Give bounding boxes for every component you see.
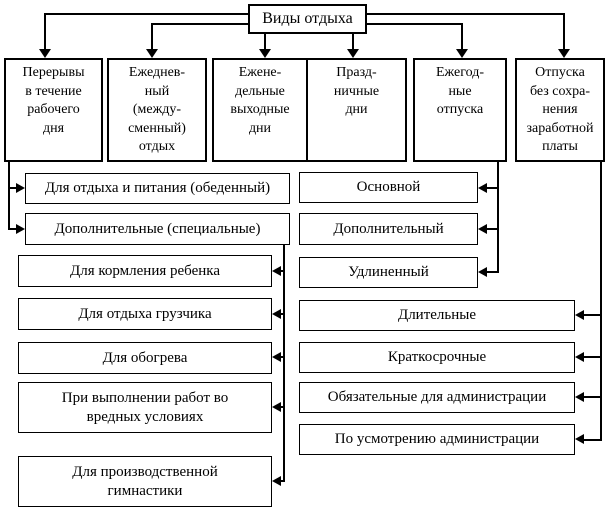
connector-line — [583, 439, 602, 441]
connector-line — [461, 23, 463, 51]
connector-line — [486, 187, 499, 189]
node-main-leave: Основной — [299, 172, 478, 203]
connector-line — [264, 32, 266, 51]
arrowhead-left — [575, 352, 584, 362]
node-long-term-leave: Длительные — [299, 300, 575, 331]
connector-line — [600, 162, 602, 441]
arrowhead-down — [558, 49, 570, 58]
node-extended-leave: Удлиненный — [299, 257, 478, 288]
connector-line — [563, 13, 565, 51]
connector-line — [279, 356, 285, 358]
node-breaks-during-workday: Перерывы в течение рабочего дня — [4, 58, 103, 162]
node-short-term-leave: Краткосрочные — [299, 342, 575, 373]
arrowhead-right — [16, 183, 25, 193]
connector-line — [279, 313, 285, 315]
node-at-administration-discretion: По усмотрению администрации — [299, 424, 575, 455]
node-industrial-gymnastics-break: Для производственной гимнастики — [18, 456, 272, 507]
arrowhead-left — [272, 309, 281, 319]
arrowhead-left — [272, 476, 281, 486]
connector-line — [486, 228, 499, 230]
connector-line — [8, 228, 18, 230]
connector-line — [279, 480, 285, 482]
node-unpaid-leave: Отпуска без сохра- нения заработной плат… — [515, 58, 605, 162]
node-types-of-rest: Виды отдыха — [248, 4, 367, 34]
connector-line — [497, 162, 499, 273]
node-holidays: Празд- ничные дни — [306, 58, 407, 162]
node-annual-leave: Ежегод- ные отпуска — [413, 58, 507, 162]
node-mandatory-for-administration: Обязательные для администрации — [299, 382, 575, 413]
node-additional-special-breaks: Дополнительные (специальные) — [25, 213, 290, 245]
node-loader-rest-break: Для отдыха грузчика — [18, 298, 272, 330]
arrowhead-left — [272, 402, 281, 412]
connector-line — [8, 162, 10, 230]
connector-line — [45, 13, 248, 15]
arrowhead-left — [575, 434, 584, 444]
node-warming-break: Для обогрева — [18, 342, 272, 374]
connector-line — [152, 23, 248, 25]
node-weekly-days-off: Ежене- дельные выходные дни — [212, 58, 308, 162]
connector-line — [44, 13, 46, 51]
arrowhead-right — [16, 224, 25, 234]
connector-line — [583, 396, 602, 398]
node-additional-leave: Дополнительный — [299, 213, 478, 245]
connector-line — [8, 187, 18, 189]
arrowhead-down — [456, 49, 468, 58]
node-harmful-conditions-break: При выполнении работ во вредных условиях — [18, 382, 272, 433]
connector-line — [279, 406, 285, 408]
node-lunch-break: Для отдыха и питания (обеденный) — [25, 173, 290, 204]
arrowhead-down — [259, 49, 271, 58]
connector-line — [583, 356, 602, 358]
arrowhead-down — [347, 49, 359, 58]
connector-line — [279, 270, 285, 272]
node-child-feeding-break: Для кормления ребенка — [18, 255, 272, 287]
arrowhead-left — [272, 352, 281, 362]
node-daily-between-shift-rest: Ежеднев- ный (между- сменный) отдых — [107, 58, 207, 162]
connector-line — [352, 32, 354, 51]
arrowhead-left — [478, 224, 487, 234]
connector-line — [367, 23, 462, 25]
arrowhead-down — [146, 49, 158, 58]
connector-line — [486, 271, 499, 273]
connector-line — [583, 314, 602, 316]
connector-line — [367, 13, 565, 15]
arrowhead-left — [478, 183, 487, 193]
connector-line — [283, 245, 285, 482]
connector-line — [151, 23, 153, 51]
arrowhead-left — [575, 310, 584, 320]
arrowhead-left — [478, 267, 487, 277]
arrowhead-down — [39, 49, 51, 58]
arrowhead-left — [575, 392, 584, 402]
arrowhead-left — [272, 266, 281, 276]
